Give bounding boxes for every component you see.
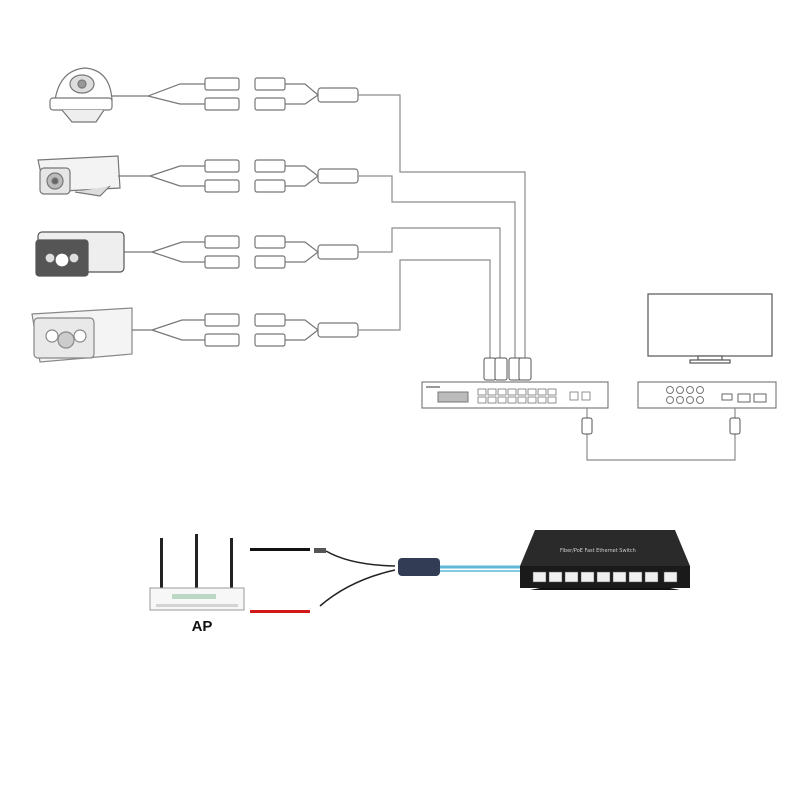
poe-splitter: [398, 558, 520, 576]
nvr-recorder: [637, 381, 777, 409]
switch-plugs: [483, 357, 532, 381]
camera-bullet-3: [31, 307, 133, 363]
dc-cables: [250, 548, 396, 613]
uplink-lines: [358, 94, 526, 358]
network-switch: [421, 381, 609, 409]
camera-bullet-2: [35, 231, 125, 277]
ap-label: AP: [191, 618, 213, 635]
camera-bullet-1: [37, 155, 121, 197]
camera-cables: [112, 77, 359, 347]
switch-nvr-link: [581, 408, 741, 461]
camera-dome: [49, 67, 113, 123]
poe-switch: Fiber/PoE Fast Ethernet Switch: [520, 530, 690, 590]
ap-router: [149, 534, 245, 611]
monitor: [647, 293, 773, 364]
switch-model-text: Fiber/PoE Fast Ethernet Switch: [560, 548, 636, 554]
